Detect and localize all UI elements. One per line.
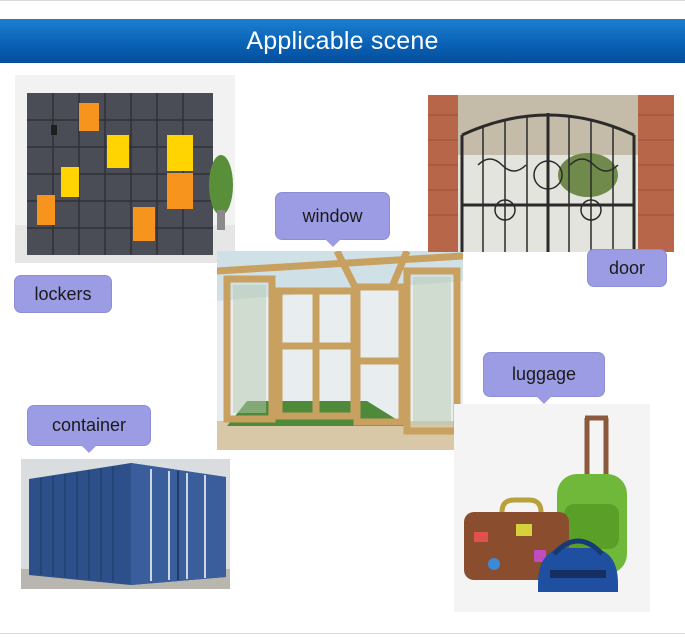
window-label-text: window — [302, 205, 363, 226]
iron-gate-photo — [428, 95, 674, 252]
title-banner: Applicable scene — [0, 19, 685, 63]
bottom-rule — [0, 633, 685, 634]
container-label-text: container — [51, 415, 127, 435]
container-label: container — [27, 405, 151, 453]
luggage-label-text: luggage — [511, 364, 577, 384]
luggage-photo — [454, 404, 650, 612]
lockers-photo — [15, 75, 235, 263]
top-rule — [0, 0, 685, 1]
lockers-label: lockers — [14, 275, 112, 313]
lockers-label-text: lockers — [34, 283, 92, 304]
window-label: window — [275, 192, 390, 247]
door-label: door — [587, 249, 667, 287]
page-title: Applicable scene — [246, 26, 439, 55]
door-label-text: door — [608, 257, 646, 278]
luggage-label: luggage — [483, 352, 605, 404]
shipping-container-photo — [21, 459, 230, 589]
sunroom-window-photo — [217, 251, 463, 450]
